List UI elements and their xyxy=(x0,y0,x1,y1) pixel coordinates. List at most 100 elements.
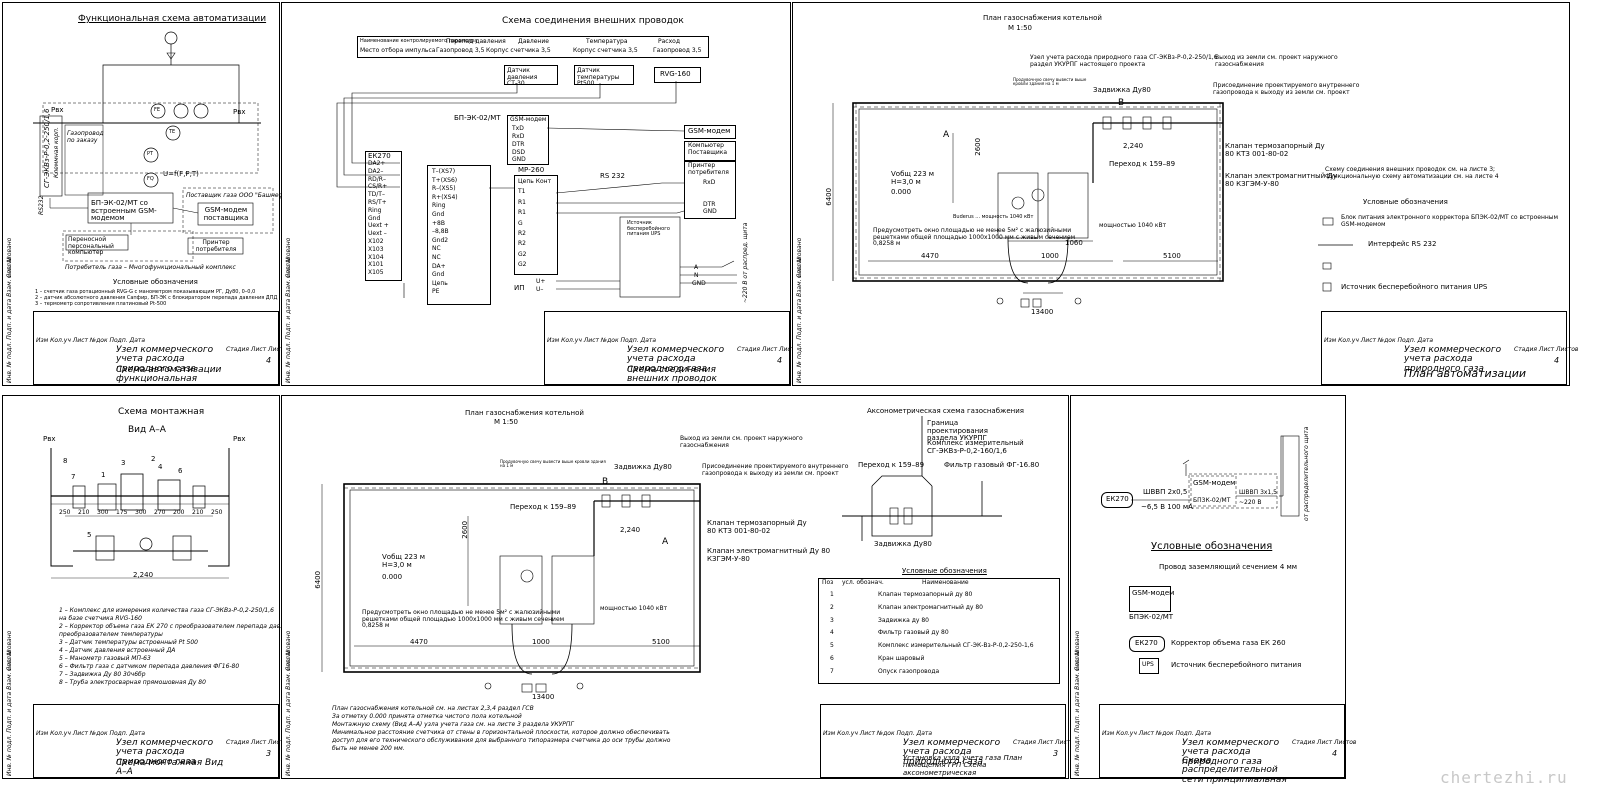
sheet2-title: Схема соединения внешних проводок xyxy=(502,16,684,26)
sheet5-dim-5100: 5100 xyxy=(652,638,670,646)
sheet3-exit: Выход из земли см. проект наружного газо… xyxy=(1215,54,1338,68)
sheet6-v220: ~220 В xyxy=(1239,499,1262,506)
sheet2-bp: БП-ЭК-02/МТ xyxy=(454,114,501,122)
sheet5-dim-13400: 13400 xyxy=(532,693,555,701)
sheet1-pc: Переносной персональный компьютер xyxy=(68,236,114,257)
sheet2-gsm-r1: RxD xyxy=(512,133,525,140)
sheet5-filter: Фильтр газовый ФГ-16.80 xyxy=(944,461,1040,469)
sheet2-mp-row: G2 xyxy=(518,261,527,269)
sheet6-gsm: GSM-модем xyxy=(1193,479,1236,487)
sheet5-row-name: Клапан электромагнитный ду 80 xyxy=(878,603,983,611)
sheet3-dim-2240: 2,240 xyxy=(1123,142,1144,150)
sheet4-stamp-title: Узел коммерческого учета расхода природн… xyxy=(116,738,214,767)
sheet1-supplier: Поставщик газа ООО "Башнефтегаз" xyxy=(186,192,304,199)
sheet-distribution-network: GSM-модем ЕК270 ШВВП 2х0,5 ~6,5 В 100 мА… xyxy=(1070,395,1356,785)
sheet-mounting-scheme: Схема монтажная Вид А–А Рвх Рвх 8 2 4 7 … xyxy=(2,395,305,779)
sheet5-th: Наименование xyxy=(922,579,969,586)
sheet2-ek-row: Ring xyxy=(368,206,382,214)
sheet2-n: N xyxy=(694,272,699,279)
sheet2-ek-row: DA2– xyxy=(368,167,384,175)
sheet2-ek-row: X102 xyxy=(368,238,384,245)
sheet2-modem-right-label: GSM-модем xyxy=(688,127,731,135)
sheet4-drawing xyxy=(50,448,230,579)
sheet4-dim: 300 xyxy=(135,509,147,516)
sheet6-leg-ek-box: ЕК270 xyxy=(1129,636,1165,652)
sheet2-ek-row: RS/T+ xyxy=(368,199,387,206)
sheet2-ek-row: X101 xyxy=(368,261,384,269)
sheet2-mid-row: R–(XS5) xyxy=(432,185,456,193)
sheet2-uplus: U+ xyxy=(536,278,546,285)
sheet1-legend-1: 2 – датчик абсолютного давления Сапфир, … xyxy=(35,295,278,301)
sheet3-leg1: Блок питания электронного корректора БПЭ… xyxy=(1341,214,1559,228)
sheet4-note: 6 – Фильтр газа с датчиком перепада давл… xyxy=(59,663,240,670)
sheet1-printer: Принтер потребителя xyxy=(195,239,237,253)
sheet3-leg2: Интерфейс RS 232 xyxy=(1368,240,1437,248)
sheet2-ek-row: X104 xyxy=(368,253,384,261)
sheet3-prisoed: Присоединение проектируемого внутреннего… xyxy=(1213,82,1360,96)
sheet4-total: 2,240 xyxy=(133,571,154,579)
sheet4-dim: 250 xyxy=(59,509,71,516)
sheet5-dim-2240: 2,240 xyxy=(620,526,641,534)
sheet4-num-6: 1 xyxy=(101,471,106,479)
sheet6-leg-bp: БПЭК-02/МТ xyxy=(1129,613,1174,621)
sheet4-num-0: 8 xyxy=(63,457,68,465)
sheet3-b: В xyxy=(1118,98,1125,108)
sheet5-okno: Предусмотреть окно площадью не менее 5м²… xyxy=(362,609,565,630)
sheet2-mp-row: G2 xyxy=(518,250,527,258)
sheet5-stamp: Изм Кол.уч Лист №док Подп. Дата Узел ком… xyxy=(820,704,1077,778)
sheet5-stamp-sheet: 3 xyxy=(1053,749,1059,758)
sheet5-row-pos: 4 xyxy=(830,629,834,637)
sheet1-fq: FQ xyxy=(147,176,154,182)
sheet4-num-3: 7 xyxy=(71,473,76,481)
sheet5-prisoed: Присоединение проектируемого внутреннего… xyxy=(702,463,849,477)
sheet5-a: А xyxy=(662,537,669,547)
sheet3-boiler1: Buderus ... мощность 1040 кВт xyxy=(953,214,1034,220)
sheet4-num-7: 5 xyxy=(87,531,92,539)
sheet4-pvh-left: Рвх xyxy=(43,435,56,443)
sheet3-scale: М 1:50 xyxy=(1008,24,1032,32)
sheet6-bp: БП3К-02/МТ xyxy=(1193,497,1231,504)
sheet2-pc-right: Компьютер Поставщика xyxy=(684,141,736,161)
sheet2-stamp-caption: Схема соединения внешних проводок xyxy=(627,365,717,385)
sheet5-b: В xyxy=(602,477,609,487)
sheet5-note: План газоснабжения котельной см. на лист… xyxy=(332,705,534,712)
sheet3-pipe-note: Продувочную свечу вывести выше кровли зд… xyxy=(1013,77,1087,87)
sheet6-ek270: ЕК270 xyxy=(1106,495,1129,503)
sheet5-zadv: Задвижка Ду80 xyxy=(614,463,672,471)
sheet2-stamp-title: Узел коммерческого учета расхода природн… xyxy=(627,345,725,374)
sheet5-stamp-stadia: Стадия Лист Листов xyxy=(1013,739,1078,746)
sheet-automation-plan: План газоснабжения котельной М 1:50 xyxy=(792,2,1578,386)
sheet3-okno: Предусмотреть окно площадью не менее 5м²… xyxy=(873,227,1076,248)
sheet1-title: Функциональная схема автоматизации xyxy=(78,14,267,24)
sheet3-stamp-caption: План автоматизации xyxy=(1404,367,1527,380)
sheet2-mid-row: +8В xyxy=(432,219,445,227)
sheet2-uminus: U– xyxy=(536,286,544,293)
sheet5-granica: Граница проектирования раздела УКУРПГ xyxy=(927,419,988,443)
sheet4-dim: 270 xyxy=(154,509,166,516)
sheet2-mp: МР-260 xyxy=(514,166,558,275)
sheet5-dim-4470: 4470 xyxy=(410,638,428,646)
sheet4-dim: 175 xyxy=(116,509,128,516)
sheet1-gas: Газопровод по заказу xyxy=(67,130,104,144)
sheet6-side-cols: Инв. № подл. Подп. и дата Взам. инв. № xyxy=(1074,649,1081,776)
sheet5-perekhod: Переход к 159–89 xyxy=(510,503,577,511)
sheet1-gsm: GSM-модем поставщика xyxy=(203,206,249,222)
sheet3-side-cols: Инв. № подл. Подп. и дата Взам. инв. № xyxy=(796,256,803,383)
sheet2-mp-row: R1 xyxy=(518,198,526,206)
sheet2-mid-row: Gnd2 xyxy=(432,236,449,244)
sheet3-note: Схему соединения внешних проводок см. на… xyxy=(1325,166,1499,180)
sheet1-pvh-left: Рвх xyxy=(51,106,64,114)
sheet1-drawing xyxy=(33,31,274,262)
sheet2-ek-row: Gnd xyxy=(368,214,381,222)
sheet4-stamp-stadia: Стадия Лист Листов xyxy=(226,739,291,746)
sheet6-ek270-box: ЕК270 xyxy=(1101,492,1133,508)
sheet5-row-pos: 3 xyxy=(830,616,834,624)
sheet4-side-cols: Инв. № подл. Подп. и дата Взам. инв. № xyxy=(6,649,13,776)
sheet5-th: усл. обознач. xyxy=(842,579,884,586)
sheet2-mp-title: МР-260 xyxy=(518,166,545,174)
sheet2-tr-3: Корпус счетчика 3,5 xyxy=(573,47,638,54)
sheet3-stamp-sheet: 4 xyxy=(1554,356,1560,365)
sheet2-stamp-cols: Изм Кол.уч Лист №док Подп. Дата xyxy=(547,337,657,344)
sheet1-bp: БП-ЭК-02/МТ со встроенным GSM-модемом xyxy=(91,199,157,223)
sheet3-dim-4470: 4470 xyxy=(921,252,939,260)
